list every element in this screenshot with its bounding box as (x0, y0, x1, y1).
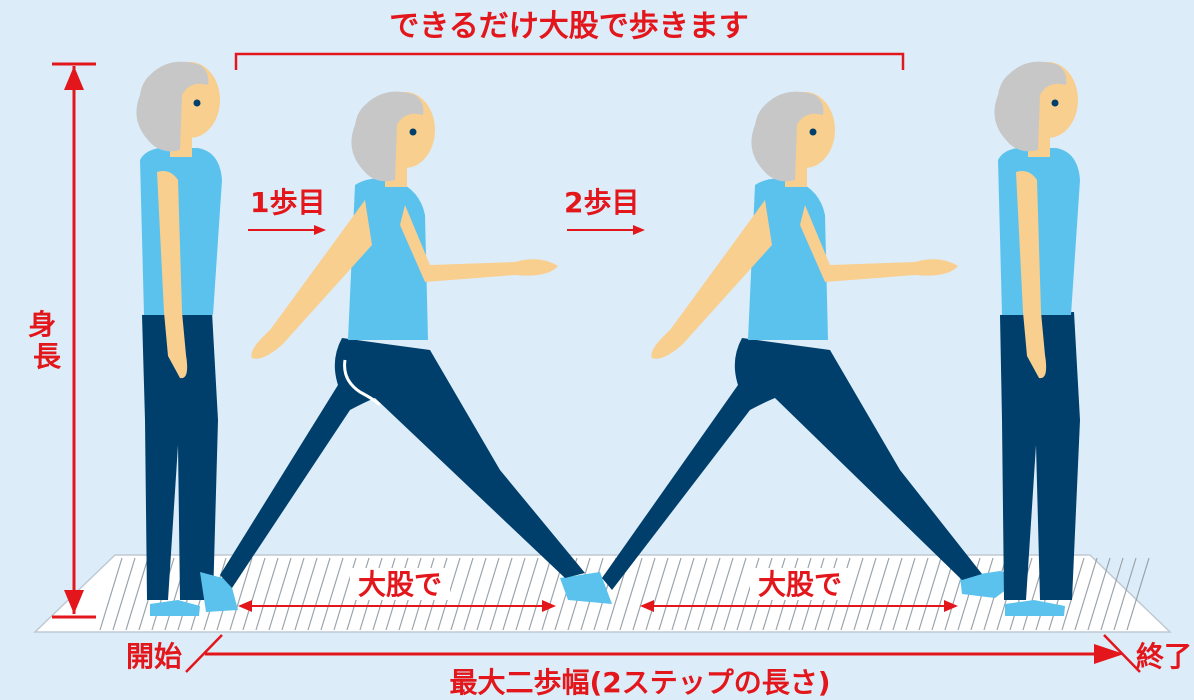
figure-walking-step2 (602, 91, 1022, 598)
mat-slat (125, 557, 149, 631)
title-bracket (234, 52, 905, 70)
mat-slat (658, 557, 682, 631)
mat-slat (710, 557, 734, 631)
step2-arrow (567, 225, 645, 235)
stride1-arrow (238, 600, 556, 612)
mat-slat (502, 557, 526, 631)
figure-standing-start (136, 61, 222, 616)
mat-slat (112, 557, 136, 631)
figure-standing-end (994, 61, 1080, 616)
mat-slat (918, 557, 942, 631)
mat-slat (229, 557, 253, 631)
mat-slat (619, 557, 643, 631)
mat-slat (528, 557, 552, 631)
stride2-label-bg (750, 568, 850, 600)
step1-label: 1歩目 (250, 186, 325, 219)
mat-slat (1087, 557, 1111, 631)
mat-slat (905, 557, 929, 631)
mat-slat (866, 557, 890, 631)
mat-slat (931, 557, 955, 631)
start-label: 開始 (126, 640, 182, 673)
mat-slat (1061, 557, 1085, 631)
mat-slat (515, 557, 539, 631)
mat-slat (671, 557, 695, 631)
stride2-label: 大股で (758, 568, 842, 601)
mat-slat (645, 557, 669, 631)
stride2-arrow (640, 600, 958, 612)
mat-slat (697, 557, 721, 631)
bottom-caption: 最大二歩幅(2ステップの長さ) (449, 666, 830, 699)
total-arrow (205, 644, 1124, 664)
mat-slat (463, 557, 487, 631)
mat-slat (1074, 557, 1098, 631)
mat-slat (242, 557, 266, 631)
step2-label: 2歩目 (564, 186, 639, 219)
mat-slat (853, 557, 877, 631)
mat-slat (632, 557, 656, 631)
mat-slat (1126, 557, 1150, 631)
mat-slat (268, 557, 292, 631)
height-label: 身 長 (28, 308, 66, 373)
mat-slat (476, 557, 500, 631)
mat-slat (1113, 557, 1137, 631)
height-label-bg (28, 308, 64, 372)
end-label: 終了 (1136, 640, 1192, 673)
height-arrow (52, 62, 96, 619)
mat-slat (307, 557, 331, 631)
mat-slat (294, 557, 318, 631)
title-text: できるだけ大股で歩きます (389, 9, 748, 44)
mat-slat (255, 557, 279, 631)
mat-slat (99, 557, 123, 631)
mat-slat (879, 557, 903, 631)
step1-arrow (248, 225, 326, 235)
stride1-label: 大股で (358, 568, 442, 601)
mat-slat (892, 557, 916, 631)
mat-slat (684, 557, 708, 631)
stride1-label-bg (350, 568, 450, 600)
mat-slat (281, 557, 305, 631)
figure-walking-step1 (200, 91, 612, 612)
mat-slat (840, 557, 864, 631)
mat-slat (1100, 557, 1124, 631)
start-marker (185, 634, 223, 673)
mat-slat (723, 557, 747, 631)
mat-slat (320, 557, 344, 631)
mat-slat (489, 557, 513, 631)
mat-slat (450, 557, 474, 631)
